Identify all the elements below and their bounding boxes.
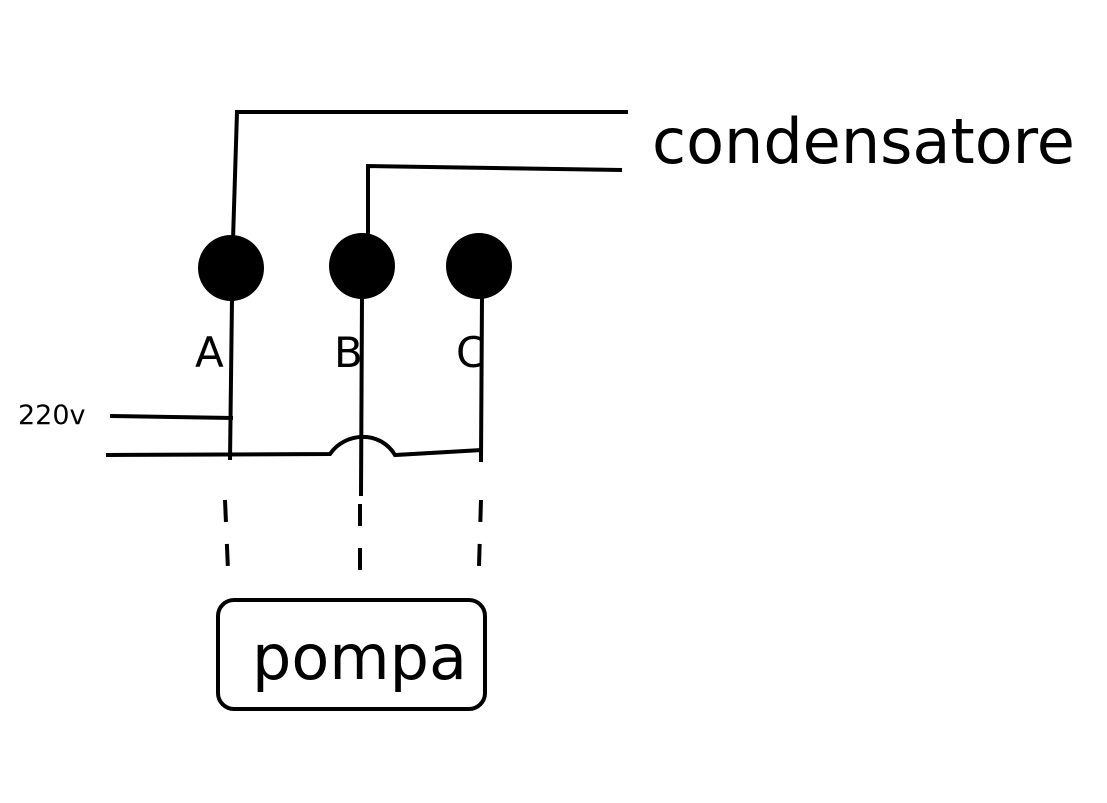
terminal-a-label: A	[195, 328, 224, 377]
capacitor-label: condensatore	[652, 105, 1075, 178]
pump-link-c	[477, 499, 483, 567]
terminal-c-lead	[479, 295, 484, 463]
capacitor-wire-to-b	[366, 163, 623, 238]
pump-label: pompa	[252, 621, 467, 694]
supply-line-lower	[105, 434, 483, 458]
terminal-b-lead	[359, 295, 364, 497]
supply-label: 220v	[18, 400, 86, 431]
terminal-b	[329, 233, 395, 299]
terminal-a	[198, 235, 264, 301]
terminal-c	[446, 233, 512, 299]
terminal-c-label: C	[456, 328, 485, 377]
capacitor-wire-to-a	[231, 110, 628, 241]
terminal-a-lead	[228, 297, 234, 461]
supply-line-upper	[109, 414, 234, 420]
terminal-b-label: B	[334, 328, 363, 377]
pump-link-a	[223, 499, 230, 571]
pump-box	[216, 598, 487, 711]
